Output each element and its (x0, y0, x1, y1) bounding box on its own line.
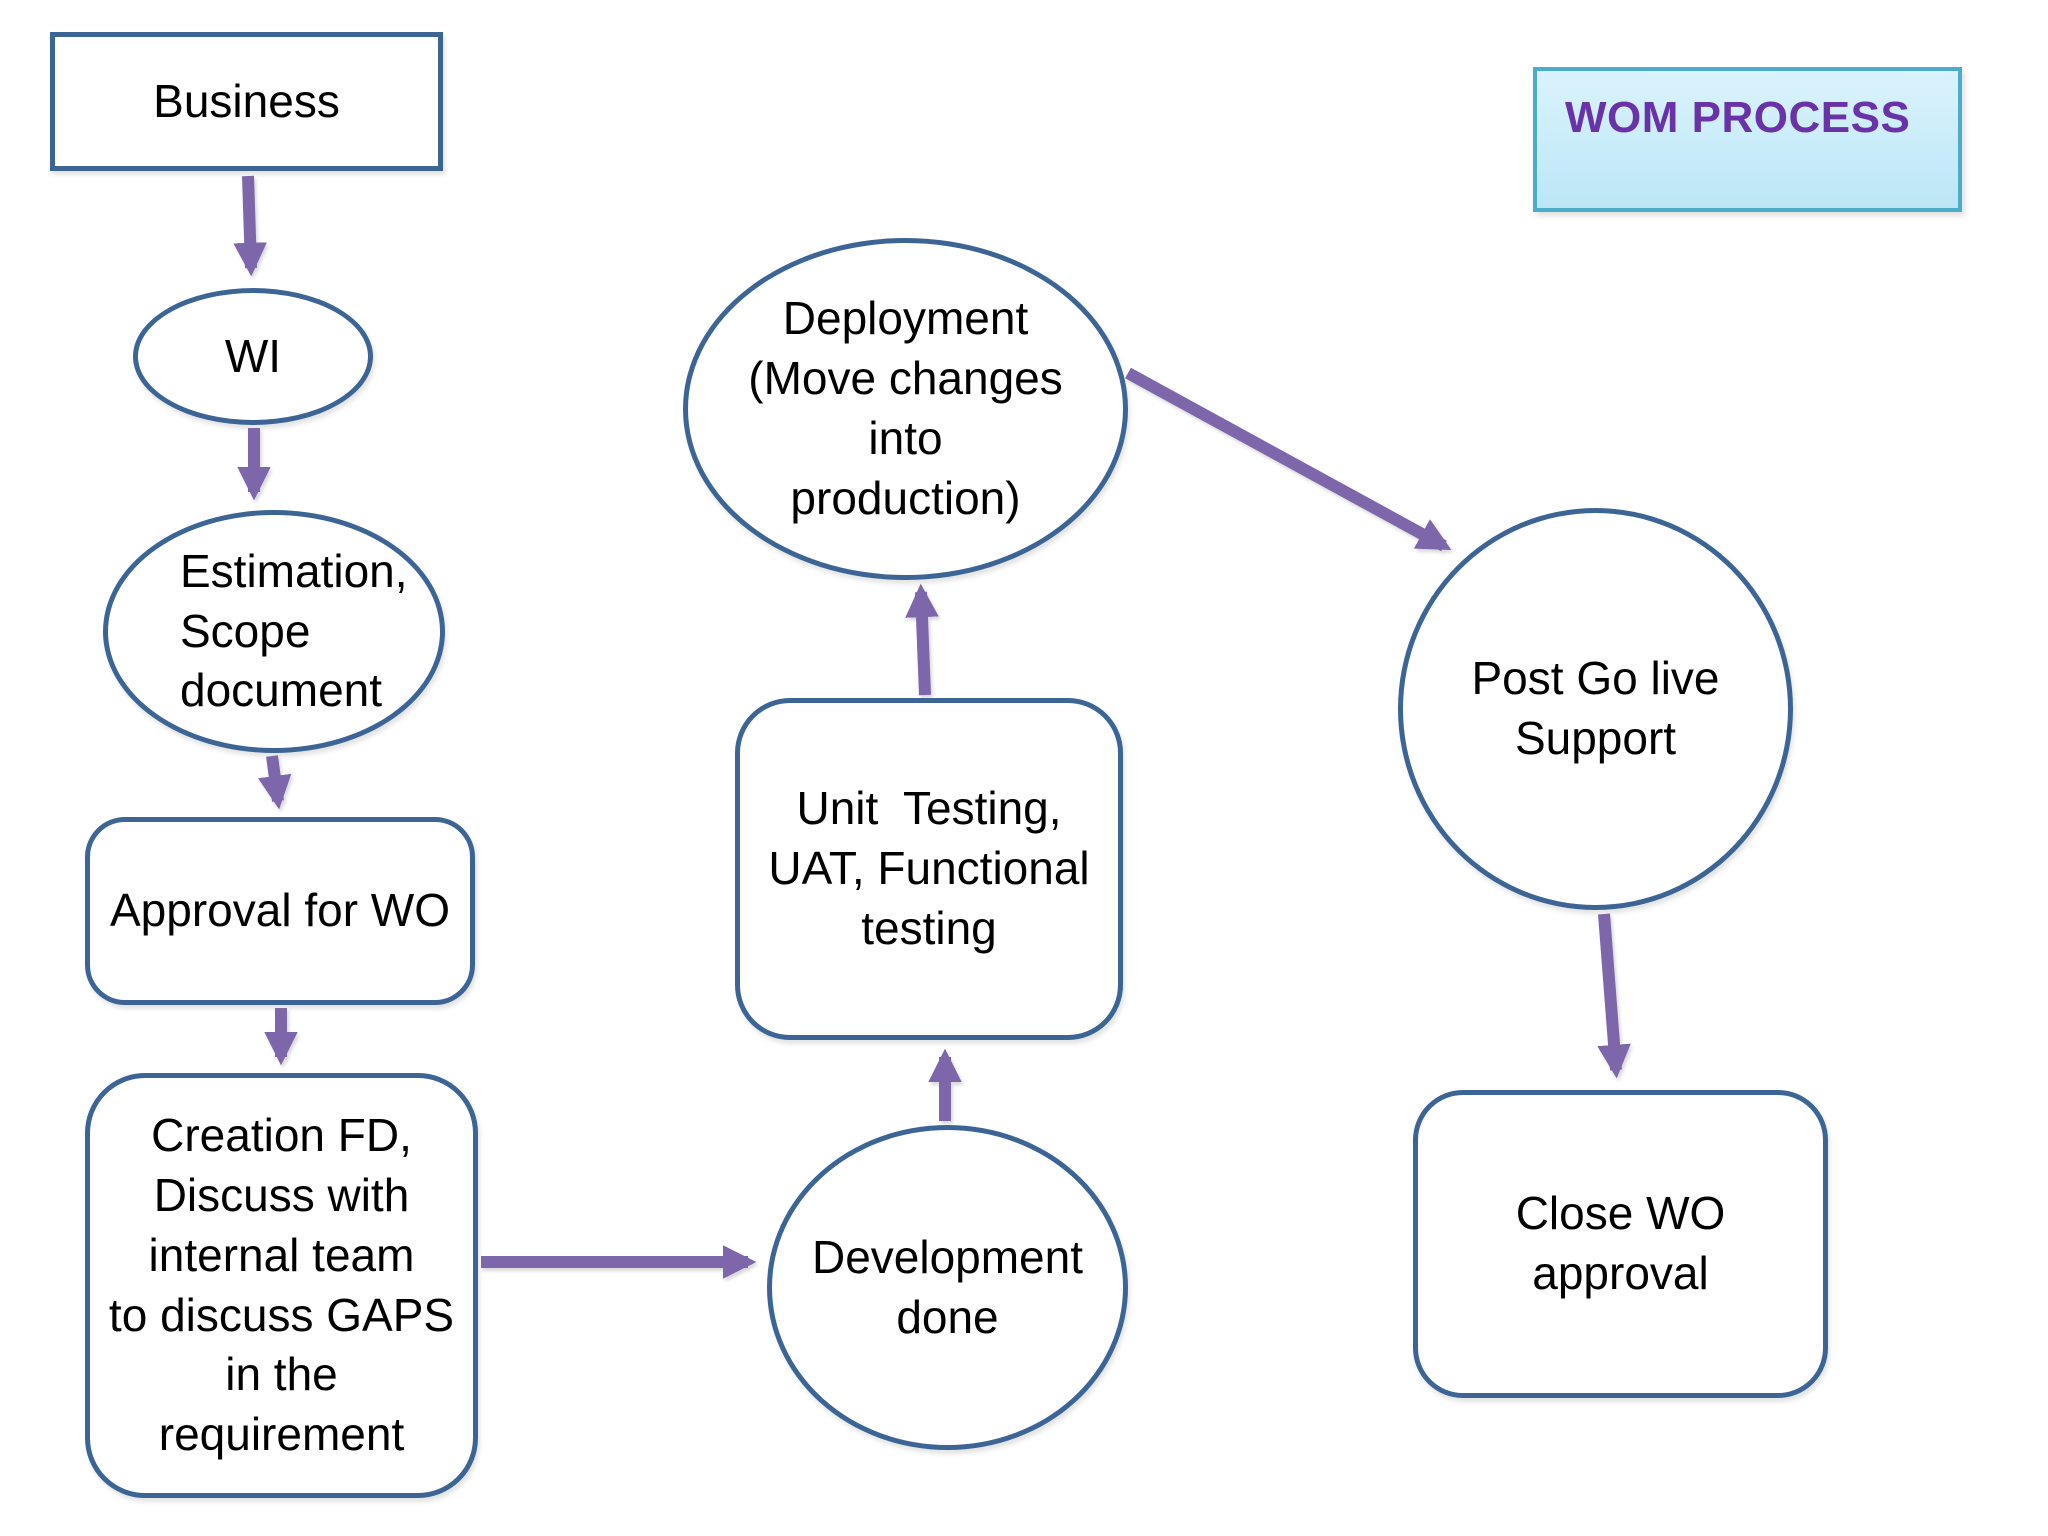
node-unit-testing: Unit Testing, UAT, Functional testing (735, 698, 1123, 1040)
node-business: Business (50, 32, 443, 171)
node-wi-label: WI (224, 329, 282, 382)
node-business-label: Business (153, 74, 340, 127)
node-estimation-scope-document: Estimation, Scope document (103, 510, 445, 753)
node-deployment-label: Deployment (Move changes into production… (748, 292, 1063, 524)
node-wi: WI (133, 288, 373, 425)
node-unit-testing-label: Unit Testing, UAT, Functional testing (768, 782, 1090, 954)
edge-unit-testing-to-deployment (905, 583, 939, 696)
node-post-go-live-label: Post Go live Support (1471, 652, 1720, 764)
node-estimation-label: Estimation, Scope document (180, 544, 408, 717)
node-creation-fd: Creation FD, Discuss with internal team … (85, 1073, 478, 1498)
edge-post-go-live-to-close-wo (1597, 913, 1631, 1079)
node-creation-label: Creation FD, Discuss with internal team … (108, 1109, 455, 1461)
node-close-wo-approval: Close WO approval (1413, 1090, 1828, 1398)
process-title-box: WOM PROCESS (1533, 67, 1962, 212)
process-title: WOM PROCESS (1565, 93, 1911, 142)
node-post-go-live-support: Post Go live Support (1398, 508, 1793, 910)
node-close-wo-label: Close WO approval (1515, 1187, 1726, 1299)
node-development-label: Development done (811, 1230, 1084, 1343)
edge-estimation-to-approval (258, 755, 292, 810)
node-approval-label: Approval for WO (110, 884, 450, 937)
edge-business-to-wi (233, 175, 267, 277)
edge-deployment-to-post-go-live (1125, 367, 1452, 552)
node-approval-for-wo: Approval for WO (85, 817, 475, 1005)
node-development-done: Development done (767, 1125, 1128, 1450)
node-deployment: Deployment (Move changes into production… (683, 238, 1128, 580)
